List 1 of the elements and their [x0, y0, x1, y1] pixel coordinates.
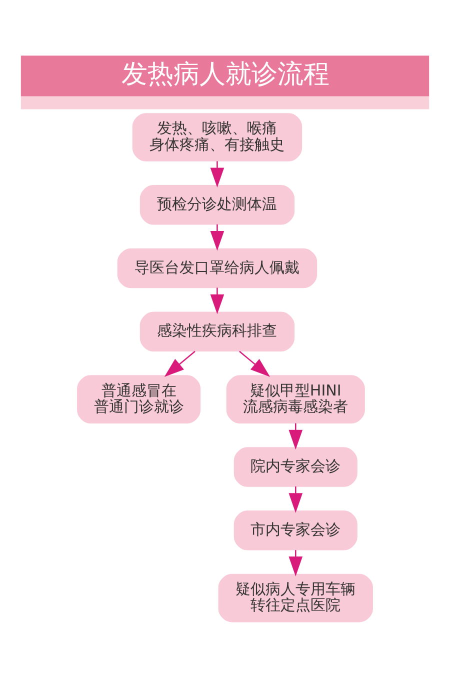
diagram-title: 发热病人就诊流程 [121, 60, 330, 90]
